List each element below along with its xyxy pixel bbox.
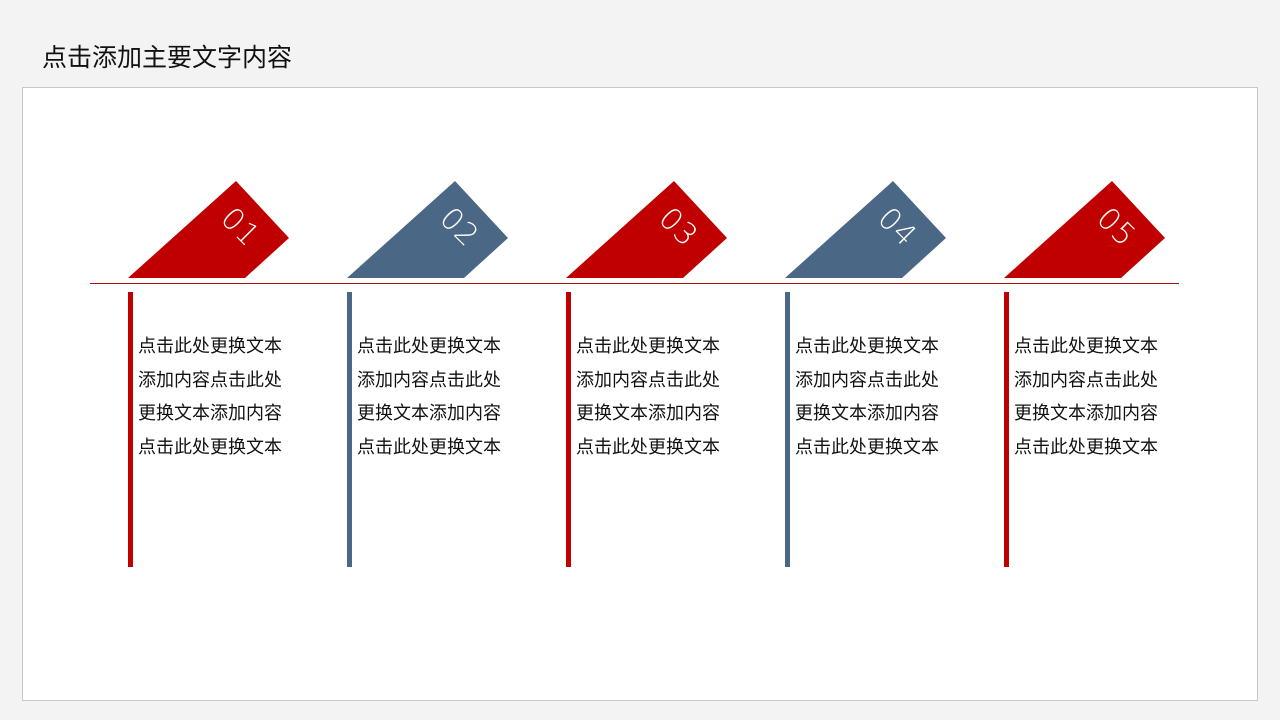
flag-shape: 04 [785, 180, 955, 280]
flag-shape: 02 [347, 180, 517, 280]
text-line: 更换文本添加内容 [357, 403, 501, 425]
step-text[interactable]: 点击此处更换文本添加内容点击此处更换文本添加内容点击此处更换文本 [795, 330, 939, 465]
text-line: 更换文本添加内容 [576, 403, 720, 425]
vertical-bar [566, 292, 571, 567]
flag-shape: 01 [128, 180, 298, 280]
vertical-bar [1004, 292, 1009, 567]
flag-shape: 05 [1004, 180, 1174, 280]
text-line: 点击此处更换文本 [1014, 336, 1158, 357]
step-text[interactable]: 点击此处更换文本添加内容点击此处更换文本添加内容点击此处更换文本 [357, 330, 501, 465]
vertical-bar [785, 292, 790, 567]
text-line: 点击此处更换文本 [138, 437, 282, 459]
timeline-line [90, 283, 1179, 284]
text-line: 更换文本添加内容 [795, 403, 939, 425]
vertical-bar [128, 292, 133, 567]
text-line: 点击此处更换文本 [1014, 437, 1158, 459]
text-line: 添加内容点击此处 [1014, 369, 1158, 391]
text-line: 点击此处更换文本 [795, 437, 939, 459]
text-line: 更换文本添加内容 [1014, 403, 1158, 425]
step-text[interactable]: 点击此处更换文本添加内容点击此处更换文本添加内容点击此处更换文本 [576, 330, 720, 465]
text-line: 点击此处更换文本 [795, 336, 939, 357]
step-text[interactable]: 点击此处更换文本添加内容点击此处更换文本添加内容点击此处更换文本 [1014, 330, 1158, 465]
text-line: 添加内容点击此处 [357, 369, 501, 391]
slide-title[interactable]: 点击添加主要文字内容 [42, 43, 293, 72]
vertical-bar [347, 292, 352, 567]
text-line: 添加内容点击此处 [576, 369, 720, 391]
text-line: 点击此处更换文本 [357, 336, 501, 357]
flag-shape: 03 [566, 180, 736, 280]
text-line: 点击此处更换文本 [576, 437, 720, 459]
text-line: 更换文本添加内容 [138, 403, 282, 425]
text-line: 添加内容点击此处 [138, 369, 282, 391]
text-line: 点击此处更换文本 [138, 336, 282, 357]
text-line: 点击此处更换文本 [576, 336, 720, 357]
text-line: 添加内容点击此处 [795, 369, 939, 391]
step-text[interactable]: 点击此处更换文本添加内容点击此处更换文本添加内容点击此处更换文本 [138, 330, 282, 465]
text-line: 点击此处更换文本 [357, 437, 501, 459]
